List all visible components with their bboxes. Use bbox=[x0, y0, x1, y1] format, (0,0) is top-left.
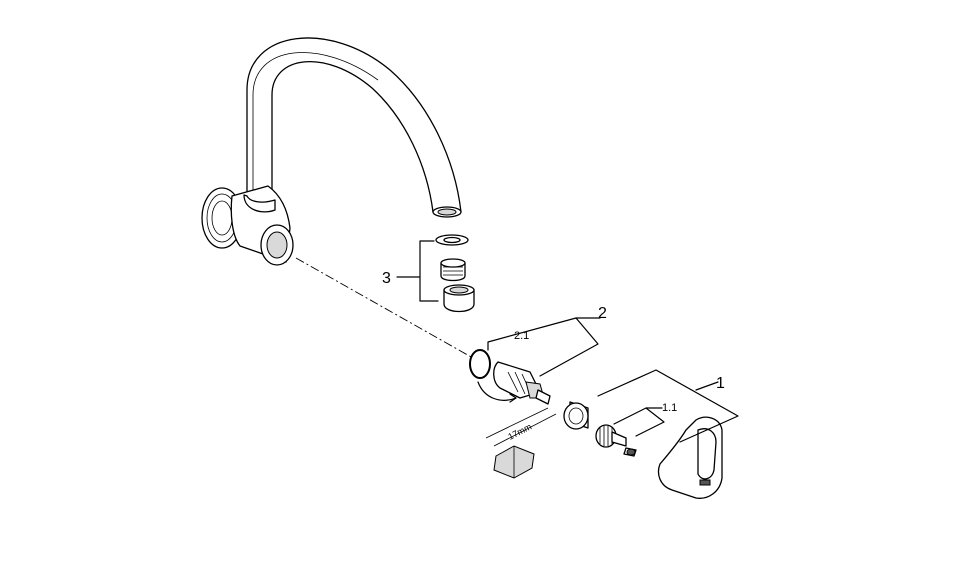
wrench-size-label: 17mm bbox=[506, 422, 533, 442]
handle-group-label: 1 bbox=[716, 375, 725, 392]
aerator-housing bbox=[443, 289, 475, 313]
spout-assembly bbox=[201, 37, 462, 266]
aerator-bracket bbox=[419, 240, 439, 302]
cartridge-group-label: 2 bbox=[598, 305, 607, 322]
rotation-arrow bbox=[477, 381, 517, 401]
cartridge-group: 2 2.1 bbox=[469, 305, 607, 405]
assembly-axis bbox=[295, 257, 481, 363]
aerator-insert bbox=[440, 258, 466, 268]
handle-subpart-bracket bbox=[613, 407, 665, 437]
aerator-group: 3 bbox=[382, 234, 475, 313]
cartridge-subpart-label: 2.1 bbox=[514, 330, 529, 342]
handle-logo-badge bbox=[699, 479, 711, 486]
handle-bracket bbox=[597, 369, 739, 443]
handle-adapter-ring bbox=[563, 402, 589, 430]
aerator-group-label: 3 bbox=[382, 270, 391, 287]
spout-pipe bbox=[246, 37, 462, 213]
handle-subpart-label: 1.1 bbox=[662, 402, 677, 414]
cartridge-o-ring bbox=[469, 349, 491, 379]
handle-group: 1 1.1 bbox=[563, 369, 739, 499]
wrench-callout: 17mm bbox=[485, 407, 557, 479]
cartridge-stem bbox=[535, 389, 551, 405]
